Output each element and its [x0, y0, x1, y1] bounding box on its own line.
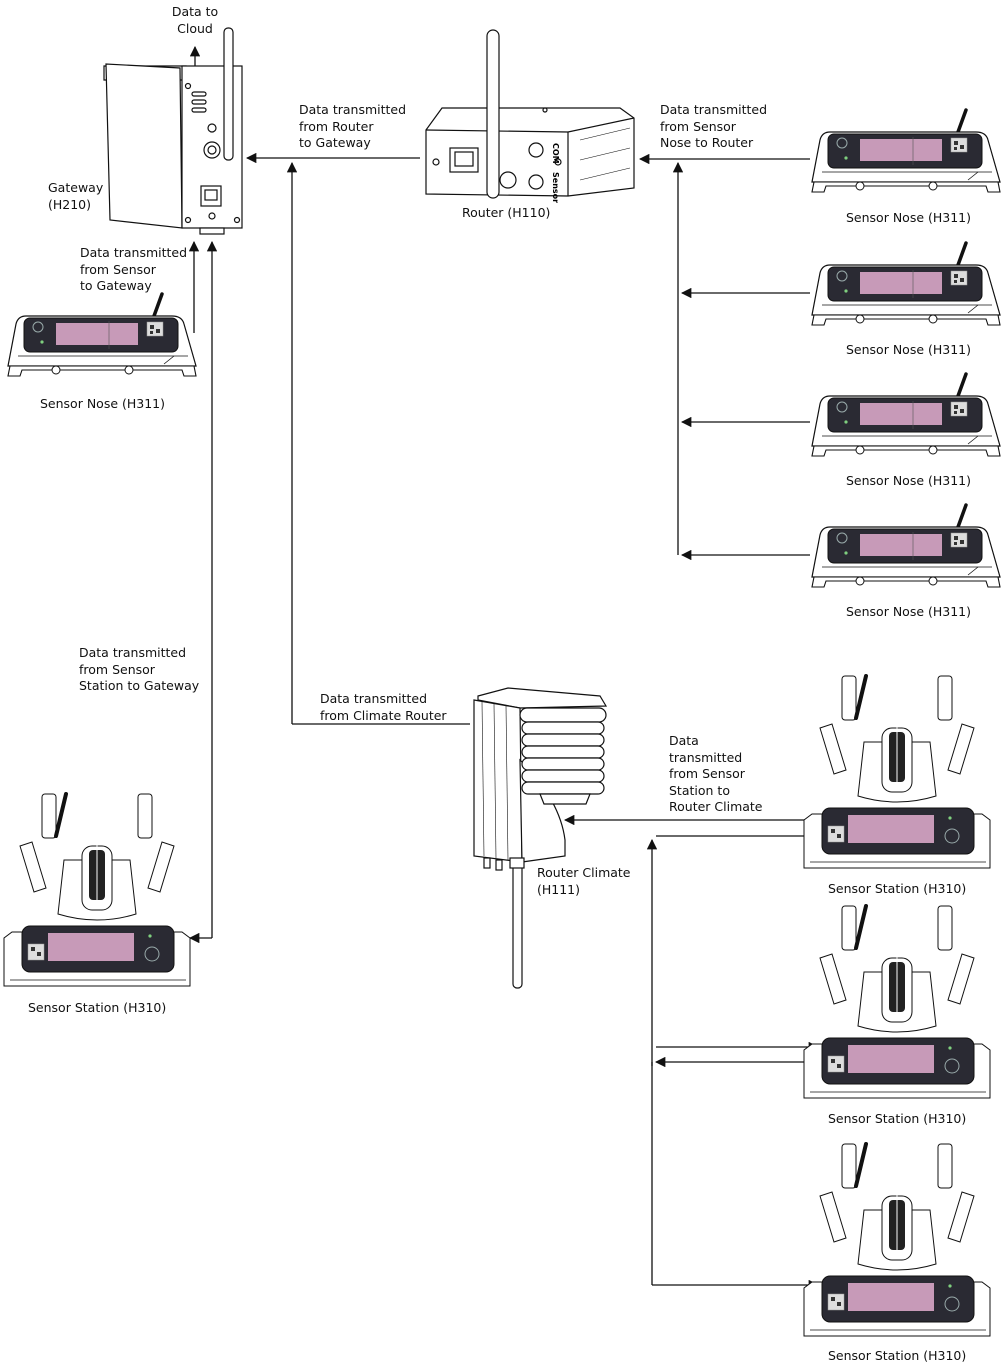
router-device	[425, 29, 635, 199]
sensor-nose-device-4	[810, 503, 1002, 589]
router-climate-device	[473, 687, 608, 989]
sensor-nose-caption-gateway: Sensor Nose (H311)	[40, 396, 166, 411]
sensor-nose-caption-3: Sensor Nose (H311)	[846, 473, 972, 488]
station-to-gateway-label: Data transmitted from Sensor Station to …	[79, 645, 200, 693]
sensor-nose-caption-4: Sensor Nose (H311)	[846, 604, 972, 619]
sensor-nose-device-2	[810, 241, 1002, 327]
sensor-station-device-gateway	[2, 792, 192, 988]
sensor-station-device-1	[802, 674, 992, 870]
sensor-nose-caption-1: Sensor Nose (H311)	[846, 210, 972, 225]
sensor-nose-caption-2: Sensor Nose (H311)	[846, 342, 972, 357]
sensor-station-caption-2: Sensor Station (H310)	[828, 1111, 967, 1126]
station-to-router-climate-label: Data transmitted from Sensor Station to …	[669, 733, 763, 814]
router-com-text: COM	[551, 143, 560, 164]
data-to-cloud-label: Data to Cloud	[171, 4, 219, 36]
gateway-label: Gateway (H210)	[48, 180, 104, 212]
router-sensor-text: Sensor	[551, 172, 560, 203]
sensor-to-gateway-label: Data transmitted from Sensor to Gateway	[80, 245, 188, 293]
sensor-station-device-2	[802, 904, 992, 1100]
nose-to-router-label: Data transmitted from Sensor Nose to Rou…	[660, 102, 768, 150]
sensor-nose-device-3	[810, 372, 1002, 458]
router-caption: Router (H110)	[462, 205, 551, 220]
router-to-gateway-label: Data transmitted from Router to Gateway	[299, 102, 407, 150]
sensor-station-caption-1: Sensor Station (H310)	[828, 881, 967, 896]
from-climate-router-label: Data transmitted from Climate Router	[320, 691, 447, 723]
sensor-nose-device-gateway	[6, 292, 198, 378]
sensor-station-device-3	[802, 1142, 992, 1338]
gateway-device	[103, 27, 243, 235]
sensor-station-caption-3: Sensor Station (H310)	[828, 1348, 967, 1363]
connections	[188, 45, 820, 1291]
sensor-station-caption-gateway: Sensor Station (H310)	[28, 1000, 167, 1015]
sensor-nose-device-1	[810, 108, 1002, 194]
router-climate-label: Router Climate (H111)	[537, 865, 631, 897]
